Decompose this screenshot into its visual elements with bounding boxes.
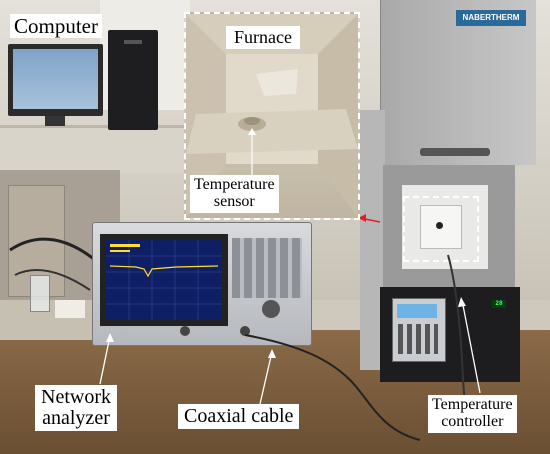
temperature-sensor-label-line2: sensor [213,192,255,210]
network-analyzer-label-line1: Network [41,386,111,408]
temperature-controller-label: Temperature controller [428,395,517,433]
analyzer-screen [106,240,222,320]
controller-display-green: 28 [492,300,506,308]
computer-label: Computer [10,14,102,39]
temperature-sensor-label-line1: Temperature [194,176,275,193]
furnace-handle [420,148,490,156]
analyzer-keypad [232,238,302,298]
analyzer-trace [106,240,222,320]
left-cables [9,237,96,291]
analyzer-knob [262,300,280,318]
coaxial-cable-label: Coaxial cable [178,404,300,429]
glassware [30,275,50,312]
furnace-viewport [436,222,443,229]
furnace-highlight-box [403,196,479,262]
network-analyzer-label-line2: analyzer [42,407,110,429]
monitor-screen [13,49,98,109]
inset-interior [186,14,358,218]
furnace-upper [380,0,536,165]
furnace-brand-plate: NABERTHERM [456,10,526,26]
temperature-sensor-label: Temperature sensor [190,175,279,213]
network-analyzer-label: Network analyzer [35,385,117,431]
computer-tower [108,30,158,130]
tower-stripe [124,40,142,44]
monitor-stand [45,116,65,126]
temperature-controller-label-line1: Temperature [432,396,513,413]
controller-keys [398,324,438,354]
temperature-controller-label-line2: controller [441,412,504,430]
analyzer-port-left [180,326,190,336]
analyzer-port-right [240,326,250,336]
controller-screen [397,304,437,318]
furnace-label: Furnace [226,26,300,49]
back-shelf [0,125,185,173]
paper-stack [55,300,85,318]
